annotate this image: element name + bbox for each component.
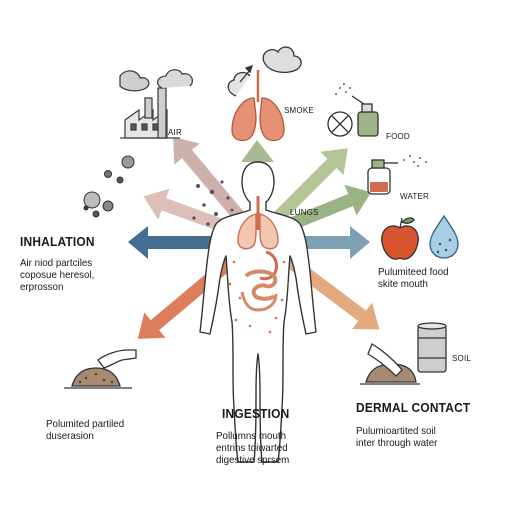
food-note-line-1: Pulumiteed food (378, 266, 449, 278)
inhalation-line-2: coposue heresol, (20, 269, 95, 281)
food-note-line-2: skite mouth (378, 278, 428, 290)
inhalation-title: INHALATION (20, 234, 95, 249)
water-label: WATER (400, 192, 429, 201)
inhalation-line-3: erprosson (20, 281, 64, 293)
food-label: FOOD (386, 132, 410, 141)
ground-note-line-1: Polumited partiled (46, 418, 125, 430)
hand-soil-icon (64, 349, 137, 389)
hand-soil-icon-right (360, 343, 420, 385)
breath-particles (192, 180, 234, 226)
dermal-line-2: inter through water (356, 437, 438, 449)
air-label: AIR (168, 128, 182, 137)
ingestion-line-1: Pollumns mouth (216, 430, 287, 442)
ground-note: Polumited partiled duserasion (46, 418, 124, 442)
dermal-line-1: Pulumioartited soil (356, 425, 436, 437)
ingestion-line-2: entrins toiwarted (216, 442, 288, 454)
spray-bottle-icon (367, 155, 427, 195)
lungs-smoke-icon (227, 46, 302, 142)
soil-label: SOIL (452, 354, 472, 363)
ingestion-title: INGESTION (222, 406, 290, 421)
dermal-contact-description: Pulumioartited soil inter through water (356, 425, 437, 449)
water-drop-icon (429, 214, 459, 259)
apple-icon (381, 217, 419, 260)
factory-icon (119, 69, 194, 139)
particles-icon (83, 155, 135, 218)
lungs-label: LUNGS (290, 208, 319, 217)
ground-note-line-2: duserasion (46, 430, 94, 442)
food-note: Pulumiteed food skite mouth (378, 266, 449, 290)
spray-food-icon (327, 83, 379, 137)
smoke-label: SMOKE (284, 106, 314, 115)
ingestion-description: Pollumns mouth entrins toiwarted digesti… (216, 430, 289, 466)
barrel-icon (417, 322, 447, 373)
dermal-contact-title: DERMAL CONTACT (356, 400, 471, 415)
inhalation-description: Air niod partciles coposue heresol, erpr… (20, 257, 94, 293)
human-body-icon (199, 161, 317, 463)
ingestion-line-3: digestive sprsem (216, 454, 290, 466)
inhalation-line-1: Air niod partciles (20, 257, 93, 269)
